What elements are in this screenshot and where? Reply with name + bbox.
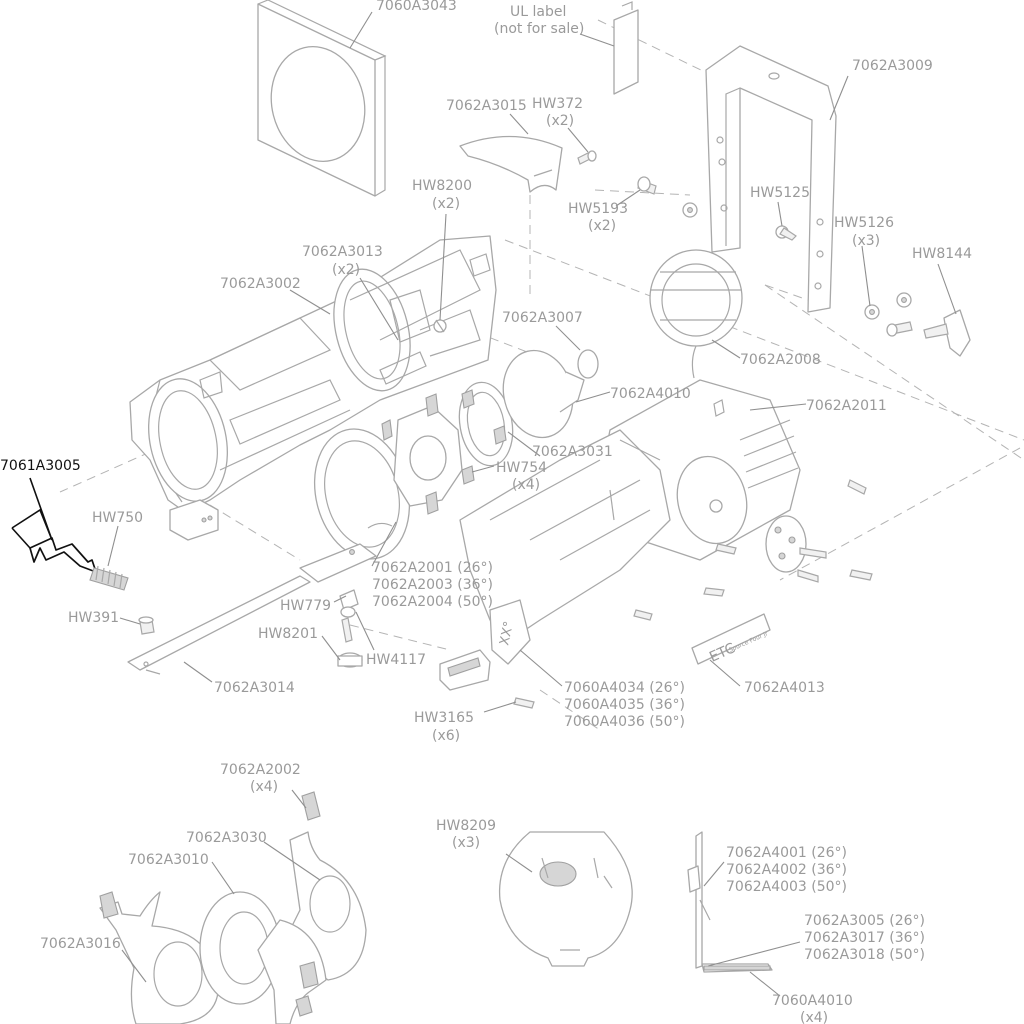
- yoke-hardware: [577, 150, 971, 357]
- label-7062A4010: 7062A4010: [610, 386, 691, 402]
- ul-label: [613, 1, 639, 95]
- knob-assembly: [299, 543, 377, 668]
- label-ul-not-for-sale: (not for sale): [494, 21, 584, 37]
- label-7060A4035: 7060A4035 (36°): [564, 697, 685, 713]
- label-7062A3018: 7062A3018 (50°): [804, 947, 925, 963]
- label-hw8209-qty: (x3): [452, 835, 480, 851]
- shutter-set: [99, 791, 367, 1024]
- lens-retainer: [459, 135, 563, 193]
- label-7062A3010: 7062A3010: [128, 852, 209, 868]
- bracket-assembly: [687, 831, 773, 973]
- rear-cap: [765, 515, 827, 583]
- yoke: [705, 45, 837, 313]
- label-7062A3017: 7062A3017 (36°): [804, 930, 925, 946]
- label-hw3165: HW3165: [414, 710, 474, 726]
- label-hw8200: HW8200: [412, 178, 472, 194]
- label-7062A3016: 7062A3016: [40, 936, 121, 952]
- label-hw5126: HW5126: [834, 215, 894, 231]
- label-hw750: HW750: [92, 510, 143, 526]
- lamp-socket: [649, 249, 743, 379]
- label-7061A3005: 7061A3005: [0, 458, 81, 474]
- heat-shield: [498, 831, 633, 967]
- label-7062A4003: 7062A4003 (50°): [726, 879, 847, 895]
- label-7060A4010-qty: (x4): [800, 1010, 828, 1024]
- label-hw4117: HW4117: [366, 652, 426, 668]
- label-7062A3007: 7062A3007: [502, 310, 583, 326]
- label-7062A3005: 7062A3005 (26°): [804, 913, 925, 929]
- label-hw5193: HW5193: [568, 201, 628, 217]
- label-hw8200-qty: (x2): [432, 196, 460, 212]
- label-ul-label: UL label: [510, 4, 566, 20]
- color-frame: [257, 0, 387, 197]
- label-7062A2003: 7062A2003 (36°): [372, 577, 493, 593]
- label-hw5193-qty: (x2): [588, 218, 616, 234]
- label-7062A3014: 7062A3014: [214, 680, 295, 696]
- label-hw8209: HW8209: [436, 818, 496, 834]
- label-7060A3043: 7060A3043: [376, 0, 457, 14]
- label-7062A3031: 7062A3031: [532, 444, 613, 460]
- label-7062A4002: 7062A4002 (36°): [726, 862, 847, 878]
- label-hw754-qty: (x4): [512, 477, 540, 493]
- label-7062A3009: 7062A3009: [852, 58, 933, 74]
- label-7062A4001: 7062A4001 (26°): [726, 845, 847, 861]
- label-hw779: HW779: [280, 598, 331, 614]
- label-hw391: HW391: [68, 610, 119, 626]
- label-7062A3030: 7062A3030: [186, 830, 267, 846]
- label-7062A2001: 7062A2001 (26°): [372, 560, 493, 576]
- loose-screws: [513, 479, 873, 709]
- label-7062A2008: 7062A2008: [740, 352, 821, 368]
- lens-tube-mark: XX°: [497, 620, 517, 647]
- product-plate: ETC Source Four Jr: [691, 613, 771, 666]
- lens-tube: XX°: [439, 429, 671, 691]
- label-7062A2002-qty: (x4): [250, 779, 278, 795]
- reflector: [502, 349, 599, 439]
- label-hw372-qty: (x2): [546, 113, 574, 129]
- label-7062A2011: 7062A2011: [806, 398, 887, 414]
- label-7062A2004: 7062A2004 (50°): [372, 594, 493, 610]
- label-hw372: HW372: [532, 96, 583, 112]
- label-7062A3013: 7062A3013: [302, 244, 383, 260]
- label-hw754: HW754: [496, 460, 547, 476]
- part-labels: 7060A3043 UL label (not for sale) 7062A3…: [0, 0, 972, 1024]
- label-7060A4034: 7060A4034 (26°): [564, 680, 685, 696]
- gate-plate: [381, 393, 463, 515]
- label-7062A3015: 7062A3015: [446, 98, 527, 114]
- label-hw8201: HW8201: [258, 626, 318, 642]
- label-7062A4013: 7062A4013: [744, 680, 825, 696]
- label-7062A2002: 7062A2002: [220, 762, 301, 778]
- front-housing: [129, 235, 497, 541]
- label-hw5126-qty: (x3): [852, 233, 880, 249]
- label-hw8144: HW8144: [912, 246, 972, 262]
- reflector-mount: [458, 381, 514, 485]
- label-7062A3002: 7062A3002: [220, 276, 301, 292]
- label-7062A3013-qty: (x2): [332, 262, 360, 278]
- leader-lines: [107, 11, 957, 997]
- label-hw3165-qty: (x6): [432, 728, 460, 744]
- label-7060A4036: 7060A4036 (50°): [564, 714, 685, 730]
- shutter-guides: [389, 289, 431, 343]
- shutter-rail: [127, 575, 311, 675]
- label-hw5125: HW5125: [750, 185, 810, 201]
- highlighted-part-7061A3005: [11, 477, 97, 573]
- label-7060A4010: 7060A4010: [772, 993, 853, 1009]
- spring: [89, 565, 129, 591]
